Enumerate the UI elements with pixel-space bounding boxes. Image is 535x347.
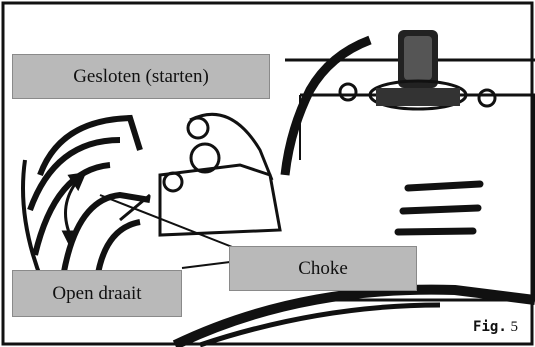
carburetor-linkage: [119, 112, 282, 237]
bottom-shroud: [172, 284, 535, 347]
bolt-shapes: [338, 82, 497, 108]
choke-label: Choke: [229, 246, 417, 291]
open-running-text: Open draait: [52, 282, 142, 304]
vent-slots: [394, 180, 484, 236]
figure-prefix: Fig.: [473, 319, 507, 335]
figure-number: 5: [510, 319, 519, 335]
closed-starting-label: Gesloten (starten): [12, 54, 270, 99]
figure-caption: Fig. 5: [470, 318, 521, 337]
choke-arc-arrow: [61, 172, 87, 248]
open-running-label: Open draait: [12, 270, 182, 317]
choke-text: Choke: [298, 257, 348, 279]
closed-starting-text: Gesloten (starten): [73, 65, 209, 87]
spark-plug-shape: [368, 30, 468, 111]
plug-wire: [280, 35, 372, 176]
pointer-lines: [99, 194, 246, 269]
